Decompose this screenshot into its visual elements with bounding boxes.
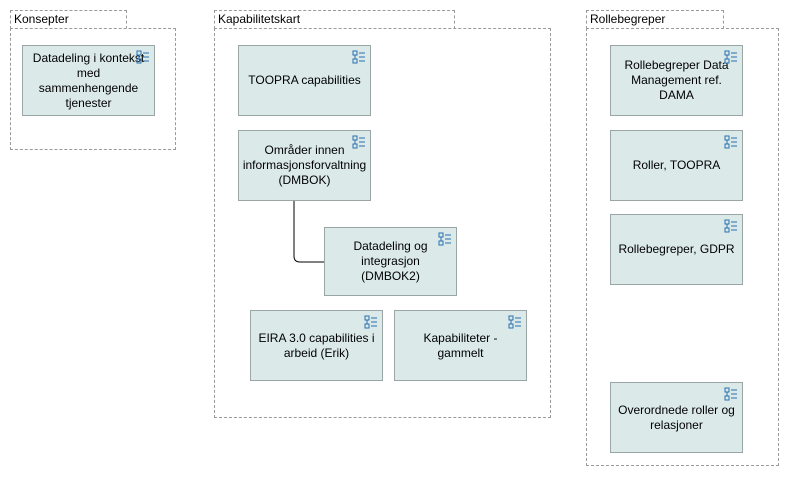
diagram-view-icon [724, 219, 737, 233]
package-title-konsepter: Konsepter [14, 12, 69, 26]
diagram-view-icon [508, 315, 521, 329]
diagram-view-icon [136, 50, 149, 64]
node-rollebegreper-gdpr[interactable]: Rollebegreper, GDPR [610, 214, 743, 285]
diagram-view-icon [364, 315, 377, 329]
diagram-view-icon [352, 135, 365, 149]
package-tab-konsepter[interactable]: Konsepter [10, 10, 127, 29]
diagram-view-icon [724, 135, 737, 149]
node-overordnede-roller[interactable]: Overordnede roller og relasjoner [610, 382, 743, 453]
node-label: Rollebegreper, GDPR [618, 242, 735, 256]
node-label: Områder innen informasjonsforvaltning (D… [242, 143, 367, 187]
node-omrader-dmbok[interactable]: Områder innen informasjonsforvaltning (D… [238, 130, 371, 201]
node-datadeling-dmbok2[interactable]: Datadeling og integrasjon (DMBOK2) [324, 227, 457, 296]
node-kapabiliteter-gammelt[interactable]: Kapabiliteter - gammelt [394, 310, 527, 381]
node-label: Rollebegreper Data Management ref. DAMA [624, 58, 729, 102]
node-label: Overordnede roller og relasjoner [618, 402, 735, 432]
diagram-view-icon [724, 387, 737, 401]
node-label: Kapabiliteter - gammelt [423, 330, 498, 360]
diagram-view-icon [352, 50, 365, 64]
package-title-rollebegreper: Rollebegreper [590, 12, 666, 26]
node-eira[interactable]: EIRA 3.0 capabilities i arbeid (Erik) [250, 310, 383, 381]
node-label: Datadeling i kontekst med sammenhengende… [32, 50, 145, 110]
node-toopra-capabilities[interactable]: TOOPRA capabilities [238, 45, 371, 116]
node-label: TOOPRA capabilities [248, 73, 361, 87]
package-title-kapabilitetskart: Kapabilitetskart [218, 12, 301, 26]
node-rollebegreper-dama[interactable]: Rollebegreper Data Management ref. DAMA [610, 45, 743, 116]
node-label: Datadeling og integrasjon (DMBOK2) [353, 239, 428, 283]
diagram-view-icon [438, 232, 451, 246]
package-tab-kapabilitetskart[interactable]: Kapabilitetskart [214, 10, 455, 29]
node-roller-toopra[interactable]: Roller, TOOPRA [610, 130, 743, 201]
package-tab-rollebegreper[interactable]: Rollebegreper [586, 10, 724, 29]
node-label: EIRA 3.0 capabilities i arbeid (Erik) [258, 330, 375, 360]
node-label: Roller, TOOPRA [632, 158, 721, 172]
node-datadeling-kontekst[interactable]: Datadeling i kontekst med sammenhengende… [22, 45, 155, 116]
diagram-view-icon [724, 50, 737, 64]
